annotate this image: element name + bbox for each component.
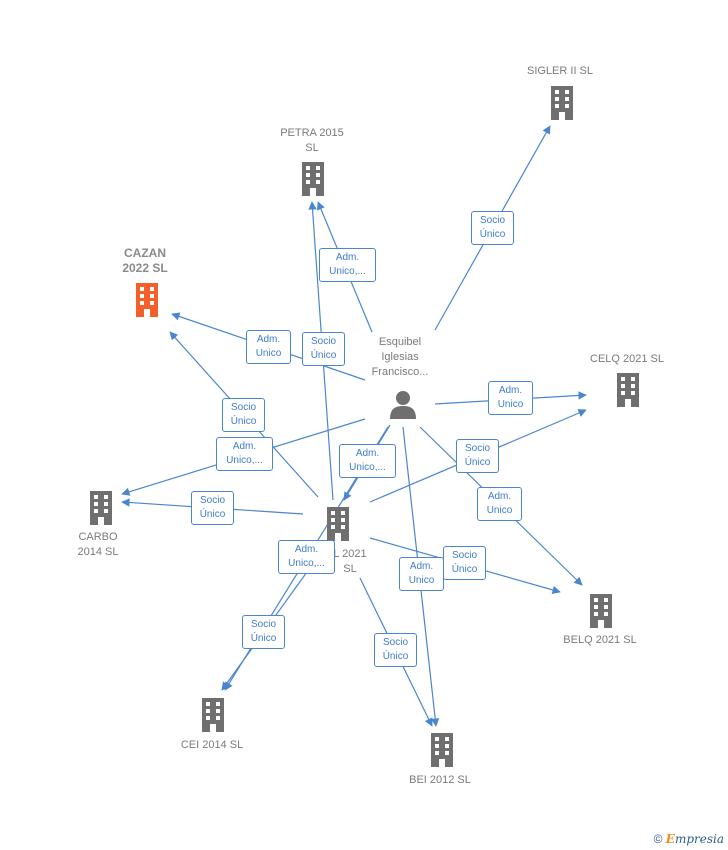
node-label-belq[interactable]: BELQ 2021 SL bbox=[563, 634, 637, 646]
building-icon[interactable] bbox=[86, 491, 116, 530]
node-label-sigler[interactable]: SIGLER II SL bbox=[526, 65, 594, 77]
brand-footer[interactable]: © Empresia bbox=[654, 832, 724, 846]
node-label-petra[interactable]: PETRA 2015 SL bbox=[280, 127, 344, 154]
edge-label[interactable]: Socio Único bbox=[222, 398, 265, 432]
edge-label[interactable]: Adm. Unico,... bbox=[339, 444, 396, 478]
building-icon[interactable] bbox=[586, 594, 616, 633]
building-icon[interactable] bbox=[427, 733, 457, 772]
edge-label[interactable]: Socio Único bbox=[242, 615, 285, 649]
node-label-celq[interactable]: CELQ 2021 SL bbox=[590, 353, 664, 365]
edge-label[interactable]: Socio Único bbox=[443, 546, 486, 580]
person-icon[interactable] bbox=[388, 389, 418, 424]
building-icon-highlight[interactable] bbox=[132, 283, 162, 322]
building-icon[interactable] bbox=[323, 507, 353, 546]
edge-label[interactable]: Socio Único bbox=[374, 633, 417, 667]
edge-label[interactable]: Adm. Unico,... bbox=[319, 248, 376, 282]
edge-label[interactable]: Socio Único bbox=[456, 439, 499, 473]
building-icon[interactable] bbox=[298, 162, 328, 201]
edge-label[interactable]: Adm. Unico bbox=[488, 381, 533, 415]
person-label[interactable]: Esquibel Iglesias Francisco... bbox=[371, 336, 429, 378]
node-label-cazan[interactable]: CAZAN 2022 SL bbox=[122, 246, 168, 275]
edge-label[interactable]: Adm. Unico,... bbox=[278, 540, 335, 574]
edge-label[interactable]: Socio Único bbox=[471, 211, 514, 245]
node-label-center[interactable]: L 2021 SL bbox=[333, 548, 367, 575]
edge-label[interactable]: Socio Único bbox=[191, 491, 234, 525]
edge-label[interactable]: Adm. Unico bbox=[246, 330, 291, 364]
node-label-carbo[interactable]: CARBO 2014 SL bbox=[77, 531, 119, 558]
building-icon[interactable] bbox=[613, 373, 643, 412]
building-icon[interactable] bbox=[547, 86, 577, 125]
brand-name: mpresia bbox=[674, 832, 724, 846]
edge-label[interactable]: Adm. Unico,... bbox=[216, 437, 273, 471]
node-label-bei[interactable]: BEI 2012 SL bbox=[409, 774, 471, 786]
edge-label[interactable]: Socio Único bbox=[302, 332, 345, 366]
copyright-symbol: © bbox=[653, 832, 663, 846]
node-label-cei[interactable]: CEI 2014 SL bbox=[180, 739, 244, 751]
building-icon[interactable] bbox=[198, 698, 228, 737]
edge-label[interactable]: Adm. Unico bbox=[399, 557, 444, 591]
edge-label[interactable]: Adm. Unico bbox=[477, 487, 522, 521]
brand-initial: E bbox=[665, 832, 675, 846]
